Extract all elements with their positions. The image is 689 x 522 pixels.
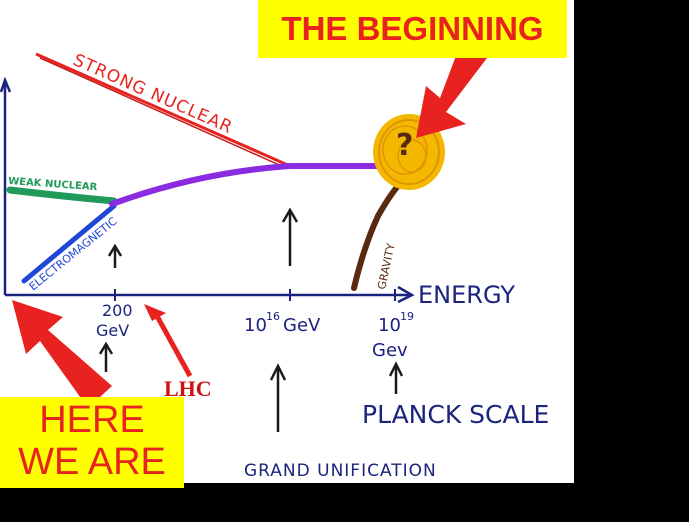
tick-label-1e19-base: 10 (378, 315, 401, 336)
tick-label-1e19-exp: 19 (400, 310, 414, 323)
energy-axis-label: ENERGY (418, 281, 515, 309)
tick-label-1e16-exp: 16 (266, 310, 280, 323)
unknown-mark: ? (396, 128, 413, 163)
beginning-callout: THE BEGINNING (258, 0, 567, 58)
tick-unit-1e16: GeV (283, 315, 321, 336)
here-line: HERE (0, 399, 184, 441)
beginning-callout-text: THE BEGINNING (258, 10, 567, 48)
here-we-are-callout: HERE WE ARE (0, 397, 184, 488)
we-are-line: WE ARE (0, 441, 184, 483)
here-we-are-callout-text: HERE WE ARE (0, 399, 184, 483)
tick-label-1e16-base: 10 (244, 315, 267, 336)
tick-label-200: 200 (102, 301, 133, 320)
grand-unification-label: GRAND UNIFICATION (244, 461, 437, 481)
tick-unit-1e19: Gev (372, 340, 408, 361)
tick-unit-200: GeV (96, 321, 129, 340)
lhc-label: LHC (164, 376, 212, 402)
planck-scale-label: PLANCK SCALE (362, 400, 549, 429)
